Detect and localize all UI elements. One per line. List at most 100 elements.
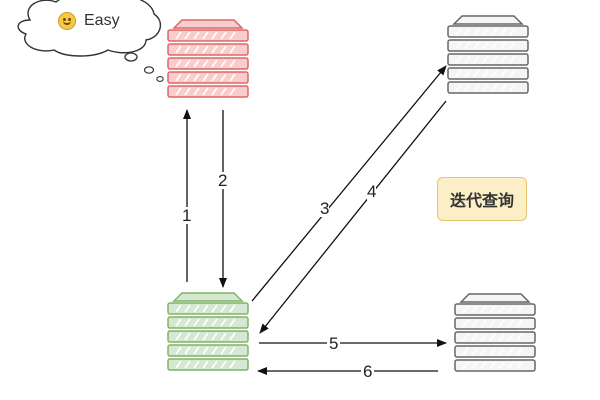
server-stripe [516,319,523,328]
server-stripe [193,45,200,54]
server-stripe [455,55,462,64]
server-stripe [473,41,480,50]
arrow-4 [259,100,447,334]
server-stripe [471,305,478,314]
server-stripe [473,83,480,92]
server-stripe [229,31,236,40]
server-stripe [471,333,478,342]
server-stripe [193,31,200,40]
server-unit [454,345,536,358]
server-stripe [516,333,523,342]
server-stripe [482,27,489,36]
arrow-3-label: 3 [320,199,330,218]
server-stripe [507,333,514,342]
server-stripe [184,304,191,313]
server-stripe [202,304,209,313]
server-stripe [507,361,514,370]
server-stripe [220,73,227,82]
server-stripe [516,361,523,370]
server-stripe [229,59,236,68]
server-unit [167,302,249,315]
server-stripe [193,59,200,68]
iterative-query-tag: 迭代查询 [437,177,527,221]
server-stripe [175,59,182,68]
server-unit [447,25,529,38]
server-stripe [175,73,182,82]
server-stripe [175,332,182,341]
server-stripe [480,319,487,328]
server-cap [459,293,531,303]
server-stripe [211,360,218,369]
server-stripe [480,361,487,370]
server-unit [454,317,536,330]
server-stripe [500,41,507,50]
server-unit [167,29,249,42]
server-stripe [464,69,471,78]
server-unit [167,57,249,70]
server-stripe [229,45,236,54]
server-stripe [193,318,200,327]
server-stripe [220,87,227,96]
server-stripe [473,27,480,36]
server-stripe [202,332,209,341]
server-stripe [509,69,516,78]
top-level-dns-server [447,15,529,94]
server-stripe [175,87,182,96]
server-stripe [498,347,505,356]
server-stripe [462,305,469,314]
server-cap [452,15,524,25]
server-stripe [202,31,209,40]
server-stripe [184,346,191,355]
server-unit [454,331,536,344]
server-cap [172,292,244,302]
server-stripe [500,27,507,36]
server-stripe [220,360,227,369]
server-stripe [489,347,496,356]
server-stripe [464,55,471,64]
server-stripe [202,45,209,54]
server-stripe [229,318,236,327]
server-stripe [482,41,489,50]
server-cap [172,19,244,29]
server-stripe [193,332,200,341]
server-stripe [498,305,505,314]
server-stripe [220,59,227,68]
server-stripe [220,45,227,54]
server-unit [447,53,529,66]
server-stripe [202,59,209,68]
server-stripe [462,361,469,370]
server-stripe [175,45,182,54]
server-stripe [509,27,516,36]
server-stripe [184,87,191,96]
server-stripe [480,347,487,356]
server-stripe [509,41,516,50]
server-stripe [482,69,489,78]
server-stripe [193,360,200,369]
server-unit [167,330,249,343]
server-stripe [175,318,182,327]
server-unit [447,39,529,52]
server-stripe [455,27,462,36]
server-stripe [211,332,218,341]
server-unit [167,71,249,84]
server-stripe [211,59,218,68]
server-stripe [491,41,498,50]
server-stripe [489,361,496,370]
server-stripe [500,55,507,64]
server-stripe [175,31,182,40]
server-stripe [184,318,191,327]
server-stripe [464,27,471,36]
server-stripe [211,31,218,40]
arrow-5-label: 5 [327,334,341,353]
server-stripe [507,319,514,328]
server-stripe [220,346,227,355]
server-stripe [500,83,507,92]
server-stripe [220,304,227,313]
server-stripe [193,87,200,96]
server-stripe [175,346,182,355]
server-stripe [455,83,462,92]
arrow-1-label: 1 [182,206,192,225]
server-stripe [489,319,496,328]
